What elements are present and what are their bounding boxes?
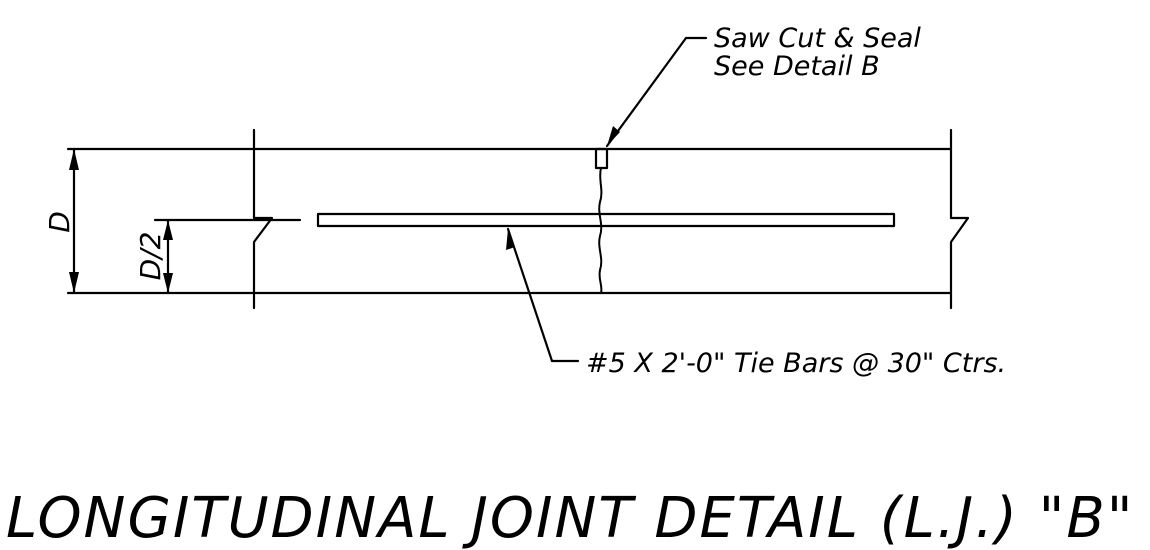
dim-half-d-label: D/2 — [134, 232, 167, 281]
dim-d-label: D — [43, 211, 76, 233]
tie-bar-leader — [506, 227, 580, 363]
tie-bar-note: #5 X 2'-0" Tie Bars @ 30" Ctrs. — [586, 348, 1006, 379]
saw-cut-leader-arrow — [607, 126, 620, 146]
right-break-line — [949, 128, 970, 310]
saw-cut-note-line1: Saw Cut & Seal — [714, 23, 921, 54]
detail-title: LONGITUDINAL JOINT DETAIL (L.J.) "B" — [6, 486, 1135, 550]
dim-d-arrow-top — [69, 149, 79, 170]
saw-cut-notch — [594, 147, 609, 170]
dim-d-arrow-bottom — [69, 272, 79, 293]
left-break-line — [252, 128, 274, 310]
saw-cut-note-line2: See Detail B — [714, 51, 880, 82]
tie-bar-leader-arrow — [506, 229, 515, 250]
dim-half-d-arrow-top — [163, 220, 173, 240]
dim-half-d-arrow-bottom — [163, 273, 173, 293]
tie-bar — [316, 212, 896, 228]
saw-cut-leader — [605, 36, 708, 148]
crack-line — [598, 167, 603, 294]
